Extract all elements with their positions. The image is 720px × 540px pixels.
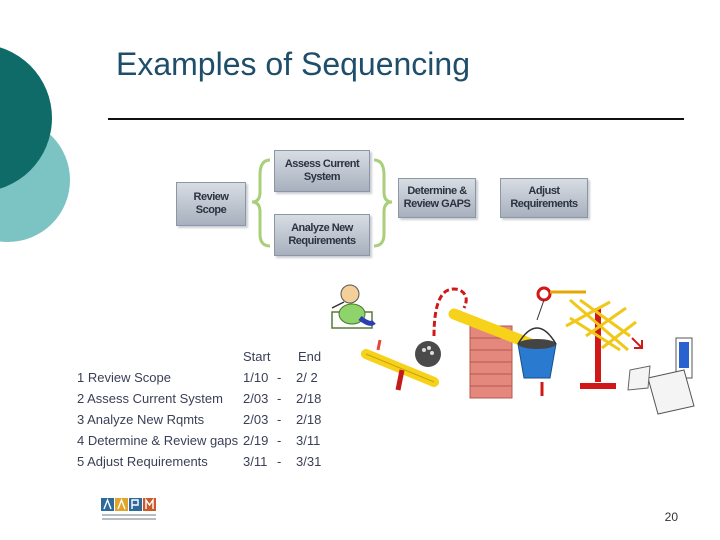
flow-box-adjust-requirements: Adjust Requirements — [500, 178, 588, 218]
aapm-logo — [101, 497, 156, 520]
task-start: 1/10 — [243, 370, 269, 385]
task-start: 2/03 — [243, 391, 269, 406]
column-header-end: End — [298, 349, 322, 364]
task-end: 2/ 2 — [296, 370, 318, 385]
task-end: 2/18 — [296, 391, 322, 406]
task-end: 3/31 — [296, 454, 322, 469]
slide-corner-decoration — [0, 47, 70, 242]
flow-box-assess-current: Assess Current System — [274, 150, 370, 192]
task-dash: - — [277, 370, 282, 385]
task-start: 3/11 — [243, 454, 268, 469]
page-number: 20 — [664, 510, 678, 524]
chain-reaction-illustration — [331, 284, 695, 415]
flow-box-determine-review: Determine & Review GAPS — [398, 178, 476, 218]
task-end: 2/18 — [296, 412, 322, 427]
task-dash: - — [277, 412, 282, 427]
task-name: 2 Assess Current System — [77, 391, 223, 406]
task-name: 1 Review Scope — [77, 370, 171, 385]
task-end: 3/11 — [296, 433, 321, 448]
task-name: 5 Adjust Requirements — [77, 454, 208, 469]
column-header-start: Start — [243, 349, 271, 364]
task-start: 2/19 — [243, 433, 269, 448]
task-dash: - — [277, 391, 282, 406]
task-dash: - — [277, 433, 282, 448]
task-name: 3 Analyze New Rqmts — [77, 412, 205, 427]
flow-brackets — [251, 158, 393, 248]
slide-title: Examples of Sequencing — [116, 46, 470, 82]
title-divider — [108, 118, 684, 120]
task-start: 2/03 — [243, 412, 269, 427]
task-name: 4 Determine & Review gaps — [77, 433, 239, 448]
task-dash: - — [277, 454, 282, 469]
flow-box-review-scope: Review Scope — [176, 182, 246, 226]
flow-box-analyze-new: Analyze New Requirements — [274, 214, 370, 256]
